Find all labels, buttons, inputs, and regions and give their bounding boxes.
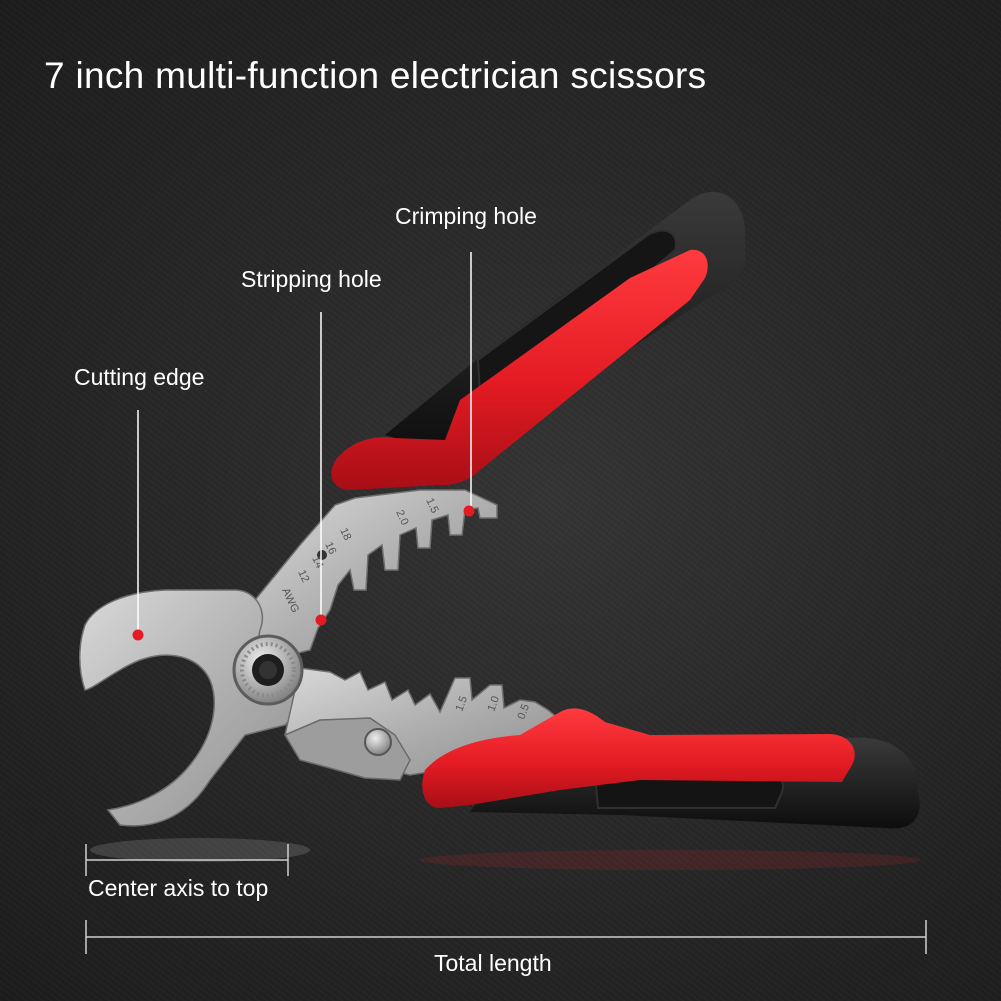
upper-handle — [331, 191, 745, 490]
floor-reflection — [90, 838, 920, 870]
center-axis-dimension-bar — [85, 844, 289, 876]
spring-rivet — [364, 728, 392, 756]
pivot-bolt — [232, 634, 304, 706]
marking-lower-1-0: 1.0 — [486, 695, 503, 713]
marking-18: 18 — [337, 526, 353, 542]
center-axis-to-top-label: Center axis to top — [88, 875, 269, 901]
stripping-hole-label: Stripping hole — [241, 266, 382, 292]
stripping-hole-marker — [315, 614, 327, 626]
marking-2-0: 2.0 — [393, 508, 410, 527]
page-title: 7 inch multi-function electrician scisso… — [44, 55, 707, 96]
lower-blade-markings: 1.5 1.0 0.5 — [454, 695, 533, 721]
marking-lower-0-5: 0.5 — [516, 703, 533, 721]
marking-12: 12 — [295, 568, 311, 584]
crimping-hole-label: Crimping hole — [395, 203, 537, 229]
callout-stripping-hole-leader — [315, 312, 327, 626]
total-length-label: Total length — [434, 950, 552, 976]
marking-lower-1-5: 1.5 — [454, 695, 471, 713]
lower-handle — [422, 708, 920, 829]
upper-blade-markings: AWG 12 14 16 18 2.0 1.5 — [279, 496, 440, 615]
callout-cutting-edge-leader — [132, 410, 144, 641]
crimping-hole-marker — [463, 505, 475, 517]
cutting-edge-label: Cutting edge — [74, 364, 205, 390]
callout-crimping-hole-leader — [463, 252, 475, 517]
marking-1-5: 1.5 — [423, 496, 440, 515]
total-length-dimension-bar — [85, 920, 927, 954]
small-rivet — [317, 550, 327, 560]
cutting-edge-marker — [132, 629, 144, 641]
marking-16: 16 — [322, 540, 338, 556]
